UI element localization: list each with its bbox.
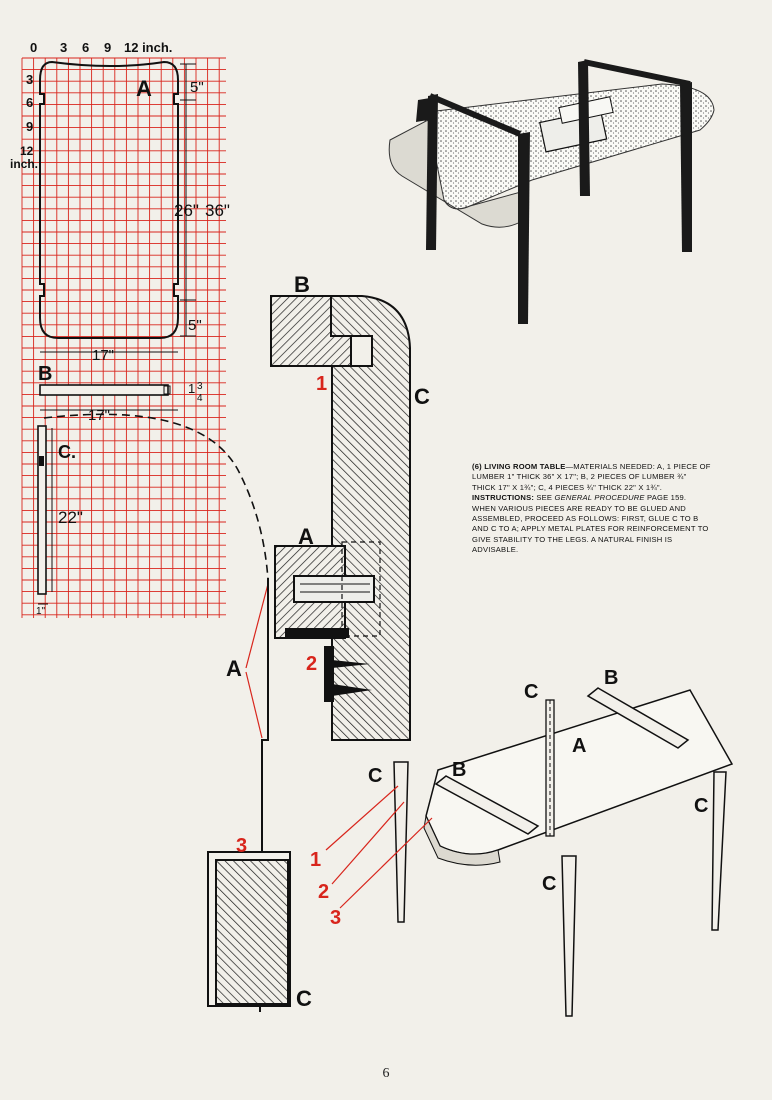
- part-b-label: B: [38, 363, 52, 385]
- scale-tick: 6: [82, 40, 89, 55]
- dim-5-bottom: 5": [188, 317, 202, 334]
- part-a-label: A: [136, 76, 152, 101]
- exploded-label-a: A: [572, 735, 586, 757]
- exploded-label-c-right: C: [694, 795, 708, 817]
- section-label-c: C: [414, 384, 430, 409]
- scale-tick: 9: [104, 40, 111, 55]
- dim-36: 36": [205, 201, 230, 220]
- section-label-c2: C: [296, 986, 312, 1011]
- section-callout-2: 2: [306, 653, 317, 675]
- section-callout-3: 3: [236, 835, 247, 857]
- scale-tick: 6: [26, 95, 33, 110]
- materials-and-instructions: (6) LIVING ROOM TABLE—MATERIALS NEEDED: …: [472, 462, 712, 556]
- dim-1: 1": [36, 606, 46, 617]
- dim-26: 26": [174, 201, 199, 220]
- scale-tick: 9: [26, 119, 33, 134]
- exploded-label-b-left: B: [452, 759, 466, 781]
- dim-17-b: 17": [88, 407, 110, 424]
- section-label-a2: A: [226, 656, 242, 681]
- general-procedure-ref: GENERAL PROCEDURE: [554, 493, 645, 503]
- dim-22: 22": [58, 508, 83, 527]
- instructions-body: PAGE 159. WHEN VARIOUS PIECES ARE READY …: [472, 493, 709, 555]
- part-a-outline: [39, 60, 179, 339]
- exploded-label-b-top: B: [604, 667, 618, 689]
- exploded-label-c-left: C: [368, 765, 382, 787]
- exploded-label-c-front: C: [542, 873, 556, 895]
- part-c-outline: [37, 425, 47, 595]
- section-callout-1: 1: [316, 373, 327, 395]
- exploded-callout-3: 3: [330, 907, 341, 929]
- dim-17-a: 17": [92, 347, 114, 364]
- scale-ruler: 0 3 6 9 12 inch. 3 6 9 12 inch.: [10, 40, 172, 171]
- joint-section-view: B 1 C A 2 A 3 C: [207, 272, 430, 1012]
- scale-tick: 3: [60, 40, 67, 55]
- exploded-assembly: C B A B C C C 1 2 3: [310, 667, 734, 1017]
- materials-text: —MATERIALS NEEDED: A, 1 PIECE OF LUMBER …: [472, 462, 711, 492]
- section-label-b: B: [294, 272, 310, 297]
- page-number: 6: [382, 1066, 390, 1081]
- dim-b-1: 1: [188, 381, 195, 396]
- scale-tick: 12 inch.: [124, 40, 172, 55]
- table-perspective-illustration: [388, 59, 715, 324]
- exploded-label-c-top: C: [524, 681, 538, 703]
- see-text: SEE: [534, 493, 555, 503]
- dim-b-4: 4: [197, 393, 203, 404]
- part-c-label: C.: [58, 442, 76, 462]
- section-label-a: A: [298, 524, 314, 549]
- instructions-label: INSTRUCTIONS:: [472, 493, 535, 503]
- part-b-outline: [39, 384, 169, 396]
- scale-tick: 12: [20, 144, 34, 158]
- project-heading: (6) LIVING ROOM TABLE: [472, 462, 566, 471]
- pattern-grid: 0 3 6 9 12 inch. 3 6 9 12 inch. A 5" 26"…: [10, 40, 269, 618]
- scale-tick: inch.: [10, 157, 38, 171]
- dim-5-top: 5": [190, 79, 204, 96]
- dim-b-3: 3: [197, 381, 203, 392]
- scale-tick: 3: [26, 72, 33, 87]
- exploded-callout-1: 1: [310, 849, 321, 871]
- scale-tick: 0: [30, 40, 37, 55]
- exploded-callout-2: 2: [318, 881, 329, 903]
